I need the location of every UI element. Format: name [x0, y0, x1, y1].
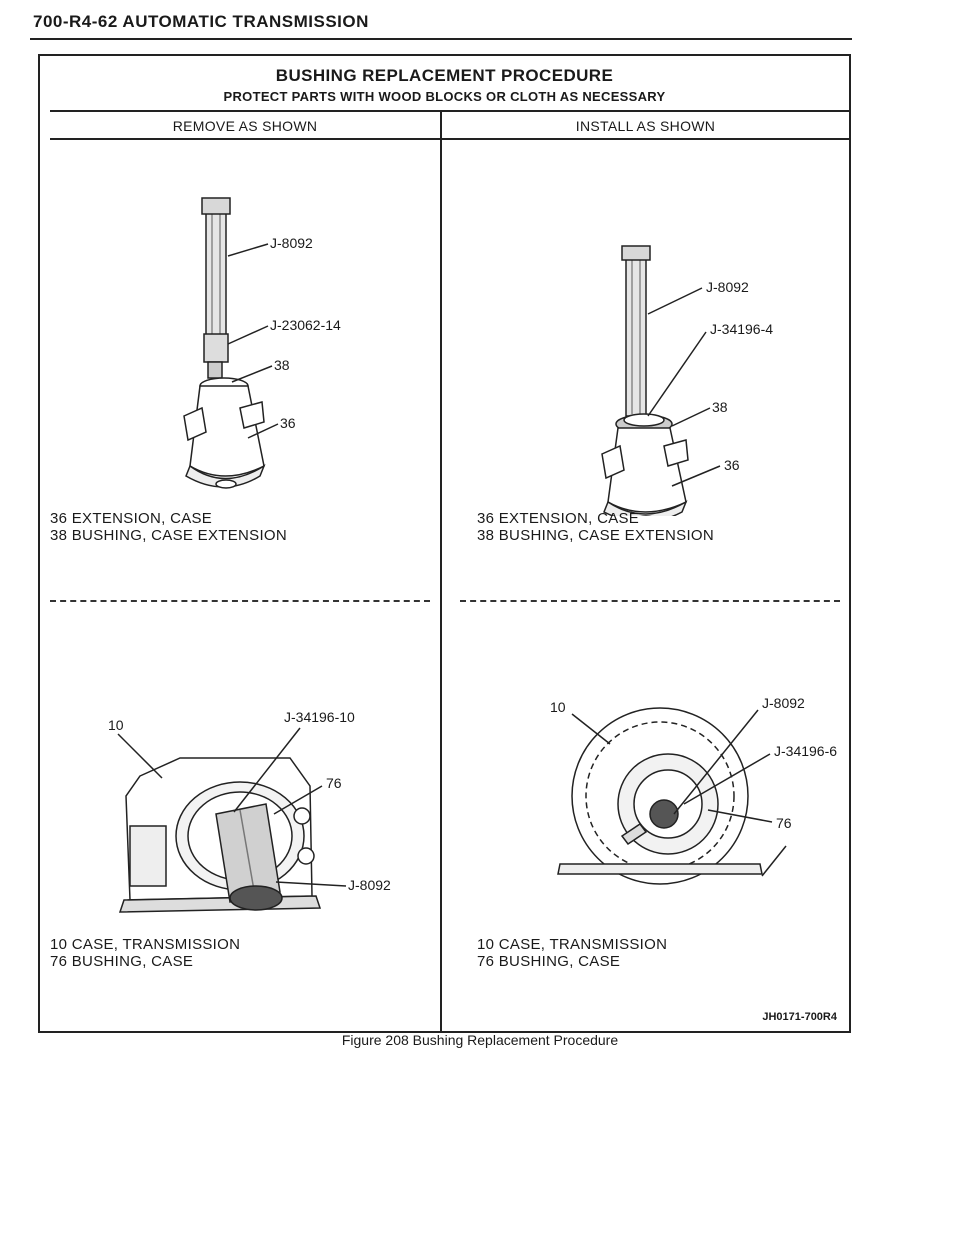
caption-line: 76 BUSHING, CASE	[477, 953, 621, 970]
table-title: BUSHING REPLACEMENT PROCEDURE	[275, 66, 614, 85]
label-tool-j8092: J-8092	[762, 695, 805, 711]
label-part-36: 36	[280, 415, 296, 431]
label-tool-j3419610: J-34196-10	[284, 709, 355, 725]
procedure-table: BUSHING REPLACEMENT PROCEDURE PROTECT PA…	[38, 54, 851, 1033]
caption-line: 10 CASE, TRANSMISSION	[477, 936, 668, 953]
label-tool-j8092: J-8092	[270, 235, 313, 251]
caption-line: 36 EXTENSION, CASE	[50, 510, 213, 527]
column-divider	[440, 110, 442, 1031]
label-part-38: 38	[274, 357, 290, 373]
header-rule	[30, 38, 852, 40]
figure-caption: Figure 208 Bushing Replacement Procedure	[341, 1032, 619, 1048]
label-part-10: 10	[108, 717, 124, 733]
caption-line: 36 EXTENSION, CASE	[477, 510, 640, 527]
dashed-separator-left	[50, 600, 430, 602]
label-tool-j341964: J-34196-4	[710, 321, 773, 337]
caption-top-left: 36 EXTENSION, CASE 38 BUSHING, CASE EXTE…	[50, 510, 287, 544]
caption-line: 10 CASE, TRANSMISSION	[50, 936, 241, 953]
label-tool-j8092: J-8092	[706, 279, 749, 295]
label-part-76: 76	[326, 775, 342, 791]
column-header-install: INSTALL AS SHOWN	[575, 118, 716, 134]
label-tool-j341966: J-34196-6	[774, 743, 837, 759]
column-header-remove: REMOVE AS SHOWN	[172, 118, 318, 134]
label-part-76: 76	[776, 815, 792, 831]
label-tool-j8092: J-8092	[348, 877, 391, 893]
label-part-36: 36	[724, 457, 740, 473]
caption-line: 76 BUSHING, CASE	[50, 953, 194, 970]
figure-remove-extension-bushing: J-8092 J-23062-14 38 36	[183, 197, 341, 489]
figure-code: JH0171-700R4	[762, 1011, 837, 1023]
caption-top-right: 36 EXTENSION, CASE 38 BUSHING, CASE EXTE…	[477, 510, 714, 544]
label-part-10: 10	[550, 699, 566, 715]
caption-line: 38 BUSHING, CASE EXTENSION	[50, 527, 288, 544]
label-tool-j2306214: J-23062-14	[270, 317, 341, 333]
caption-line: 38 BUSHING, CASE EXTENSION	[477, 527, 715, 544]
caption-bottom-left: 10 CASE, TRANSMISSION 76 BUSHING, CASE	[50, 936, 240, 970]
rule-top	[50, 110, 849, 112]
figure-install-case-bushing: 10 J-8092 J-34196-6 76	[550, 695, 837, 885]
caption-bottom-right: 10 CASE, TRANSMISSION 76 BUSHING, CASE	[477, 936, 667, 970]
figure-remove-case-bushing: 10 J-34196-10 76 J-8092	[108, 709, 391, 913]
page-header-title: 700-R4-62 AUTOMATIC TRANSMISSION	[33, 12, 369, 31]
rule-header	[50, 138, 849, 140]
figure-install-extension-bushing: J-8092 J-34196-4 38 36	[601, 245, 773, 516]
table-subtitle: PROTECT PARTS WITH WOOD BLOCKS OR CLOTH …	[223, 89, 666, 104]
label-part-38: 38	[712, 399, 728, 415]
dashed-separator-right	[460, 600, 840, 602]
